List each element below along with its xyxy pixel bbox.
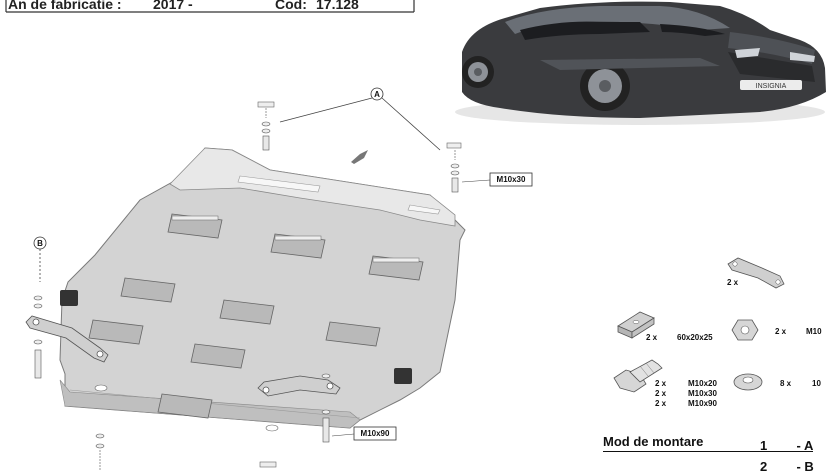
washer-size: 10 <box>812 379 821 388</box>
m10x90-text: M10x90 <box>361 429 390 438</box>
bottom-left-fastener <box>95 433 105 470</box>
callout-b: B <box>33 236 47 282</box>
code-label: Cod: <box>275 0 307 12</box>
bolt-qty-1: 2 x <box>655 379 667 388</box>
mounting-row-2-code: - B <box>796 459 814 474</box>
callout-a-label: A <box>374 90 380 99</box>
code-value: 17.128 <box>316 0 359 12</box>
bolt-qty-2: 2 x <box>655 389 667 398</box>
label-m10x30: M10x30 <box>461 172 533 187</box>
top-right-fastener <box>446 142 462 193</box>
part-washer: 8 x 10 <box>733 373 821 391</box>
bottom-mid-fastener <box>259 461 277 468</box>
license-plate <box>740 80 802 90</box>
label-m10x90: M10x90 <box>331 426 397 441</box>
left-bracket <box>25 315 109 363</box>
mounting-title: Mod de montare <box>603 434 704 449</box>
bolt-qty-3: 2 x <box>655 399 667 408</box>
mounting-row-1: 1 - A <box>760 438 813 453</box>
left-fastener-bottom <box>33 339 43 379</box>
mount-hole-right <box>394 368 412 384</box>
mounting-row-1-num: 1 <box>760 438 768 453</box>
part-nut: 2 x M10 <box>731 319 822 341</box>
m10x30-text: M10x30 <box>497 175 526 184</box>
top-left-fastener <box>257 101 275 151</box>
bolt-size-1: M10x20 <box>688 379 717 388</box>
part-bolt: 2 x M10x20 2 x M10x30 2 x M10x90 <box>613 359 717 408</box>
mounting-divider <box>603 451 813 452</box>
left-fastener-top <box>33 295 43 309</box>
bottom-fastener-bracket <box>321 373 331 443</box>
bottom-bracket <box>257 375 341 397</box>
header-frame <box>5 0 415 13</box>
spacer-size: 60x20x25 <box>677 333 713 342</box>
mounting-row-2: 2 - B <box>760 459 814 474</box>
callout-a: A <box>279 87 441 151</box>
bolt-size-3: M10x90 <box>688 399 717 408</box>
bolt-size-2: M10x30 <box>688 389 717 398</box>
nut-size: M10 <box>806 327 822 336</box>
badge-text: INSIGNIA <box>756 83 787 90</box>
bracket-qty: 2 x <box>727 278 739 287</box>
year-label: An de fabricatie : <box>8 0 122 12</box>
mounting-row-1-code: - A <box>796 438 814 453</box>
part-bracket: 2 x <box>727 257 785 289</box>
callout-b-label: B <box>37 239 43 248</box>
washer-qty: 8 x <box>780 379 792 388</box>
year-value: 2017 - <box>153 0 193 12</box>
mounting-row-2-num: 2 <box>760 459 768 474</box>
direction-arrow-icon <box>351 150 368 164</box>
spacer-qty: 2 x <box>646 333 658 342</box>
nut-qty: 2 x <box>775 327 787 336</box>
part-spacer: 2 x 60x20x25 <box>617 311 713 342</box>
mount-hole-left <box>60 290 78 306</box>
car-image: INSIGNIA <box>455 1 826 125</box>
skid-plate <box>59 147 466 432</box>
